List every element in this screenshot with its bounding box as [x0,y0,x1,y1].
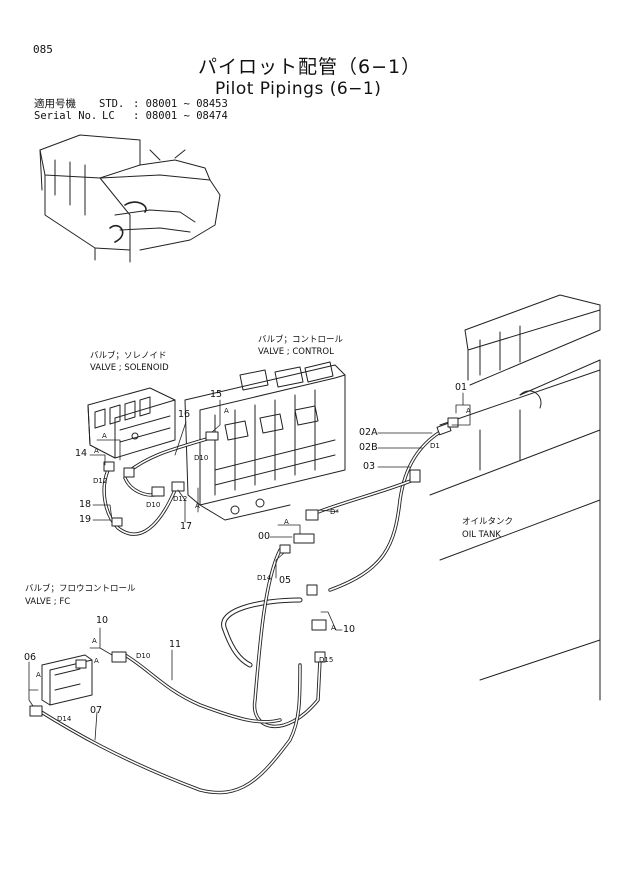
marker-a: A [92,637,97,645]
dim-label: D* [330,508,339,516]
page-number: 085 [33,43,53,56]
dim-label: D12 [173,495,188,503]
dim-label: D1 [430,442,440,450]
hose-11 [123,653,282,724]
ref-10-left: 10 [96,615,109,626]
title-japanese: パイロット配管（6−1） [198,56,422,78]
fittings [29,417,459,717]
label-solenoid-valve-en: VALVE ; SOLENOID [90,363,169,373]
ref-05: 05 [279,575,292,586]
label-solenoid-valve-jp: バルブ；ソレノイド [90,351,167,361]
marker-a: A [94,447,99,455]
ref-19: 19 [79,514,92,525]
excavator-thumbnail [39,134,221,263]
dim-label: D12 [93,477,108,485]
ref-02a: 02A [359,427,378,438]
hose-07 [36,663,302,795]
ref-11: 11 [169,639,182,650]
dim-label: D10 [194,454,209,462]
marker-a: A [466,407,471,415]
dim-label: D14 [257,574,272,582]
marker-a: A [331,624,336,632]
ref-02b: 02B [359,442,378,453]
ref-10-right: 10 [343,624,356,635]
marker-a: A [284,518,289,526]
marker-a: A [195,502,200,510]
hose-16 [126,436,212,474]
label-oil-tank-en: OIL TANK [462,530,501,540]
serial-model-std: STD. [99,98,125,110]
serial-label-jp: 適用号機 [34,98,76,110]
ref-14: 14 [75,448,88,459]
dim-label: D15 [319,656,334,664]
ref-07: 07 [90,705,103,716]
label-oil-tank-jp: オイルタンク [462,517,514,527]
ref-17: 17 [180,521,193,532]
label-fc-valve-en: VALVE ; FC [25,597,71,607]
label-control-valve-jp: バルブ；コントロール [258,335,344,345]
oil-tank-body [429,294,601,701]
dim-label: D14 [57,715,72,723]
marker-a: A [94,657,99,665]
ref-00: 00 [258,531,271,542]
ref-03: 03 [363,461,376,472]
pipe-bundle-center [221,597,303,668]
serial-label-en: Serial No. [34,110,98,122]
title-english: Pilot Pipings (6−1) [215,79,382,99]
marker-a: A [224,407,229,415]
label-fc-valve-jp: バルブ；フロウコントロール [25,584,136,594]
serial-range-lc: : 08001 ~ 08474 [133,110,228,122]
hose-05 [252,548,322,729]
ref-18: 18 [79,499,92,510]
marker-a: A [36,671,41,679]
ref-01: 01 [455,382,468,393]
label-control-valve-en: VALVE ; CONTROL [258,347,334,357]
ref-16: 16 [178,409,191,420]
control-valve-body [184,361,346,521]
leader-lines [28,392,471,741]
dim-label: D10 [136,652,151,660]
solenoid-valve-body [87,387,176,459]
dim-label: D10 [146,501,161,509]
marker-a: A [102,432,107,440]
ref-15: 15 [210,389,223,400]
ref-06: 06 [24,652,37,663]
serial-range-std: : 08001 ~ 08453 [133,98,228,110]
serial-model-lc: LC [102,110,115,122]
